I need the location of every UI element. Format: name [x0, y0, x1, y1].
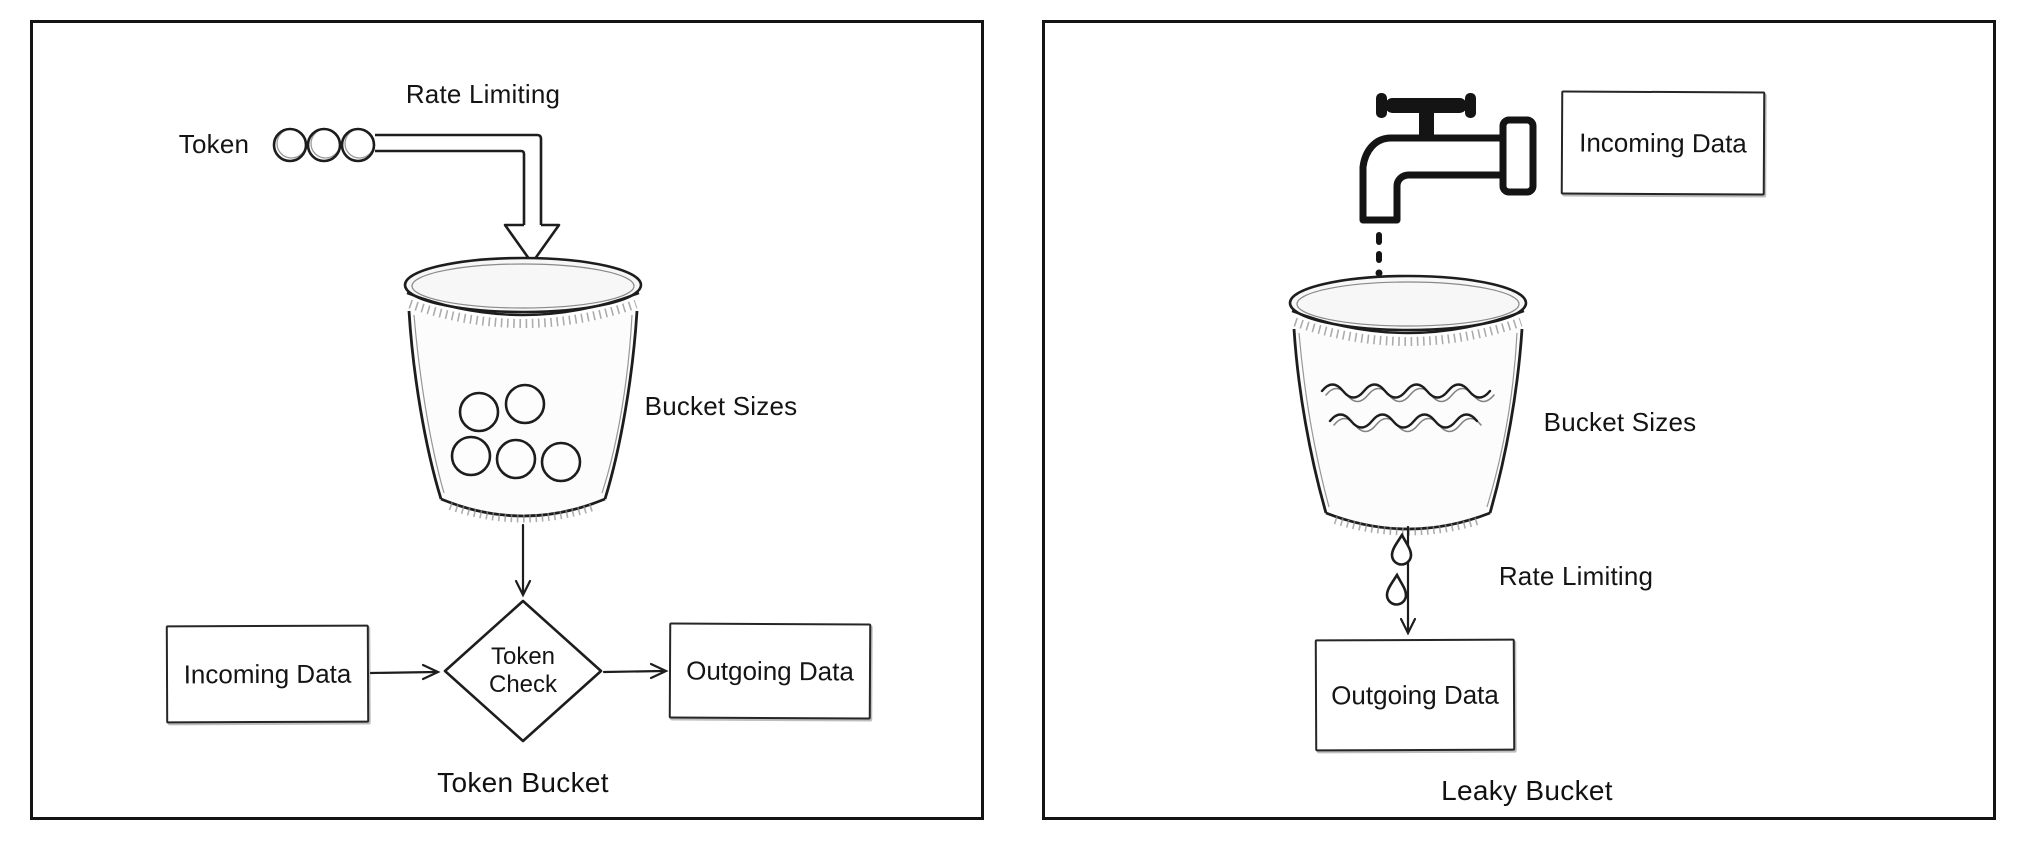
- token-dots: [450, 383, 582, 483]
- rate-limiting-label: Rate Limiting: [1498, 561, 1654, 591]
- token-bucket-panel: Rate Limiting Token Bucket Sizes Incomin…: [30, 20, 984, 820]
- incoming-data-node: Incoming Data: [165, 624, 370, 724]
- rate-limiting-label: Rate Limiting: [405, 79, 561, 109]
- decision-diamond-shape: [443, 599, 603, 743]
- incoming-data-text: Incoming Data: [183, 658, 352, 689]
- leaky-bucket-drawing: [1288, 93, 1537, 636]
- water-waves-icon: [1320, 383, 1495, 433]
- outgoing-arrow: [602, 662, 669, 680]
- pipe-arrow-icon: [375, 133, 561, 265]
- token-bucket-caption: Token Bucket: [437, 767, 609, 798]
- faucet-icon: [1359, 93, 1537, 277]
- leaky-bucket-caption: Leaky Bucket: [1441, 775, 1613, 806]
- outgoing-data-text: Outgoing Data: [1331, 679, 1499, 710]
- leaky-bucket-panel: Incoming Data Bucket Sizes Rate Limiting…: [1042, 20, 1996, 820]
- token-label: Token: [178, 129, 250, 159]
- outgoing-data-node: Outgoing Data: [1314, 638, 1516, 752]
- water-drop-icon: [1385, 532, 1413, 606]
- incoming-data-node: Incoming Data: [1560, 90, 1766, 196]
- bucket-icon: [1288, 274, 1528, 536]
- incoming-data-text: Incoming Data: [1579, 127, 1747, 158]
- outgoing-data-node: Outgoing Data: [668, 622, 872, 720]
- drip-dots: [1375, 232, 1383, 277]
- outgoing-data-text: Outgoing Data: [686, 655, 854, 686]
- incoming-arrow: [369, 663, 441, 681]
- token-check-decision: Token Check: [488, 642, 558, 698]
- token-circles-icon: [272, 127, 376, 163]
- token-bucket-drawing: [272, 127, 669, 743]
- bucket-sizes-label: Bucket Sizes: [1543, 407, 1697, 437]
- bucket-sizes-label: Bucket Sizes: [644, 391, 798, 421]
- bucket-to-check-arrow: [514, 523, 532, 598]
